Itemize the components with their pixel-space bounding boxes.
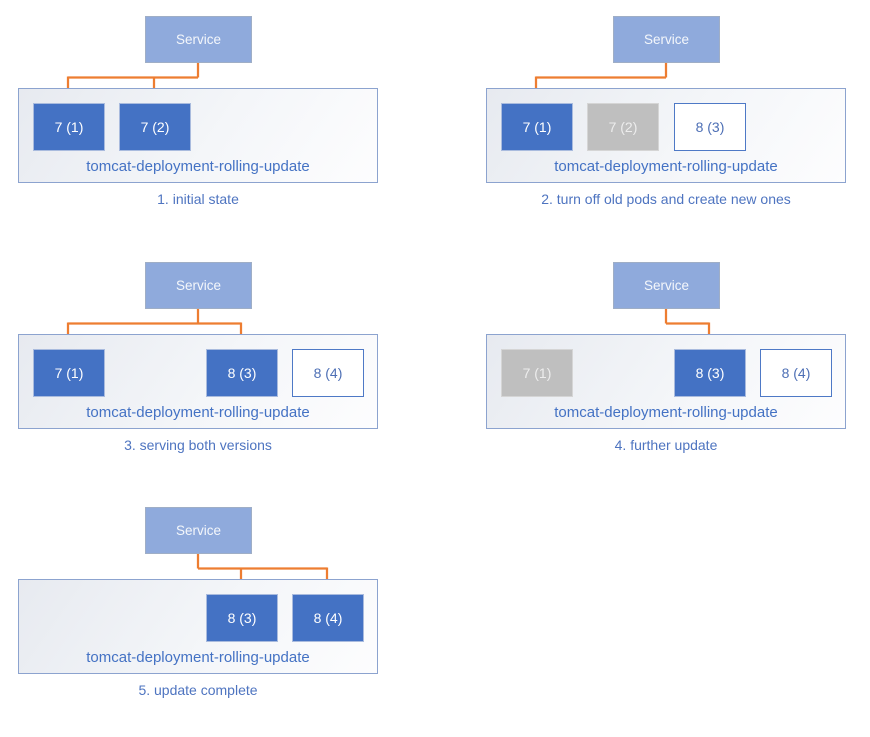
pod-box: 8 (3)	[206, 349, 278, 397]
pods-container: 7 (1) 8 (3) 8 (4)	[19, 335, 377, 428]
service-box: Service	[145, 262, 252, 309]
service-box: Service	[145, 16, 252, 63]
deployment-box: 8 (3) 8 (4) tomcat-deployment-rolling-upd…	[18, 579, 378, 674]
pods-container: 7 (1) 7 (2)	[19, 89, 377, 182]
pod-box: 8 (3)	[674, 349, 746, 397]
pod-box: 8 (3)	[206, 594, 278, 642]
deployment-label: tomcat-deployment-rolling-update	[554, 404, 778, 421]
pods-container: 8 (3) 8 (4)	[19, 580, 377, 673]
service-label: Service	[175, 523, 221, 538]
service-box: Service	[145, 507, 252, 554]
deployment-box: 7 (1) 8 (3) 8 (4) tomcat-deployment-rollin…	[486, 334, 846, 429]
panel-caption: 3. serving both versions	[124, 437, 272, 453]
service-label: Service	[175, 278, 221, 293]
panel-caption: 2. turn off old pods and create new ones	[541, 191, 791, 207]
rolling-update-diagram: Service 7 (1) 7 (2) tomcat-deployment-rol…	[0, 0, 870, 698]
panel-update-complete: Service 8 (3) 8 (4) tomcat-deployment-rol…	[0, 491, 435, 737]
deployment-box: 7 (1) 7 (2) tomcat-deployment-rolling-upd…	[18, 88, 378, 183]
deployment-label: tomcat-deployment-rolling-update	[86, 404, 310, 421]
service-label: Service	[643, 32, 689, 47]
pod-box: 8 (4)	[292, 594, 364, 642]
pod-box: 8 (4)	[760, 349, 832, 397]
panel-initial-state: Service 7 (1) 7 (2) tomcat-deployment-rol…	[0, 0, 435, 246]
pod-box: 7 (2)	[587, 103, 659, 151]
deployment-box: 7 (1) 7 (2) 8 (3) tomcat-deployment-rollin…	[486, 88, 846, 183]
pod-box: 8 (4)	[292, 349, 364, 397]
pod-box: 7 (1)	[33, 349, 105, 397]
pod-box: 7 (1)	[33, 103, 105, 151]
pod-box: 7 (2)	[119, 103, 191, 151]
deployment-box: 7 (1) 8 (3) 8 (4) tomcat-deployment-rollin…	[18, 334, 378, 429]
panel-turn-off-old-pods: Service 7 (1) 7 (2) 8 (3) tomcat-deploymen…	[468, 0, 870, 246]
service-label: Service	[643, 278, 689, 293]
pods-container: 7 (1) 7 (2) 8 (3)	[487, 89, 845, 182]
service-box: Service	[613, 262, 720, 309]
panel-serving-both-versions: Service 7 (1) 8 (3) 8 (4) tomcat-deploymen…	[0, 246, 435, 492]
service-label: Service	[175, 32, 221, 47]
deployment-label: tomcat-deployment-rolling-update	[86, 158, 310, 175]
panel-further-update: Service 7 (1) 8 (3) 8 (4) tomcat-deploymen…	[468, 246, 870, 492]
panel-caption: 1. initial state	[157, 191, 239, 207]
deployment-label: tomcat-deployment-rolling-update	[86, 649, 310, 666]
service-box: Service	[613, 16, 720, 63]
panel-caption: 4. further update	[614, 437, 718, 453]
pod-box: 8 (3)	[674, 103, 746, 151]
deployment-label: tomcat-deployment-rolling-update	[554, 158, 778, 175]
panel-caption: 5. update complete	[138, 682, 258, 698]
pod-box: 7 (1)	[501, 349, 573, 397]
pod-box: 7 (1)	[501, 103, 573, 151]
pods-container: 7 (1) 8 (3) 8 (4)	[487, 335, 845, 428]
